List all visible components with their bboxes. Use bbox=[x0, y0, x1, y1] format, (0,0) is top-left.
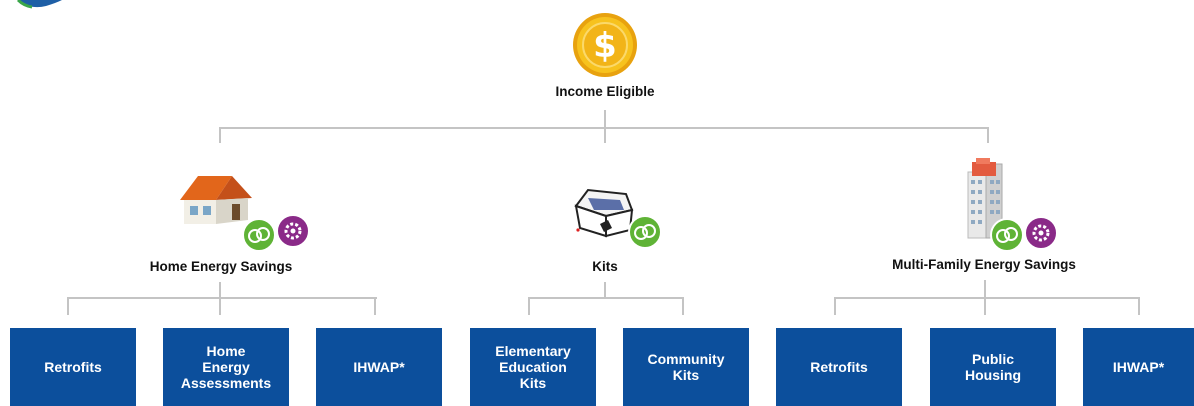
house-icon bbox=[180, 176, 252, 224]
group2-connector-horizontal bbox=[528, 297, 684, 299]
level1-connector-right bbox=[987, 127, 989, 143]
group1-connector-drop bbox=[374, 297, 376, 315]
svg-text:$: $ bbox=[593, 26, 617, 66]
root-connector-vertical bbox=[604, 110, 606, 128]
group3-connector-top bbox=[984, 280, 986, 298]
group3-connector-drop bbox=[1138, 297, 1140, 315]
dollar-coin-icon: $ bbox=[573, 13, 637, 77]
program-label-home-energy-savings: Home Energy Savings bbox=[149, 259, 293, 274]
logo-fragment bbox=[16, 0, 62, 9]
group1-connector-top bbox=[219, 282, 221, 298]
subprogram-box-ihwap: IHWAP* bbox=[1083, 328, 1194, 406]
group2-connector-drop bbox=[528, 297, 530, 315]
green-link-badge-icon bbox=[990, 218, 1024, 252]
group2-connector-drop bbox=[682, 297, 684, 315]
subprogram-box-home-energy-assessments: Home Energy Assessments bbox=[163, 328, 289, 406]
level1-connector-middle bbox=[604, 127, 606, 143]
group1-connector-drop bbox=[219, 297, 221, 315]
group1-connector-drop bbox=[67, 297, 69, 315]
level1-connector-left bbox=[219, 127, 221, 143]
group3-connector-drop bbox=[984, 297, 986, 315]
purple-gear-badge-icon bbox=[276, 214, 310, 248]
program-label-multi-family: Multi-Family Energy Savings bbox=[892, 257, 1076, 272]
open-box-icon bbox=[574, 188, 634, 238]
group1-connector-horizontal bbox=[67, 297, 377, 299]
green-link-badge-icon bbox=[628, 215, 662, 249]
group2-connector-top bbox=[604, 282, 606, 298]
group3-connector-drop bbox=[834, 297, 836, 315]
subprogram-box-retrofits: Retrofits bbox=[10, 328, 136, 406]
subprogram-box-public-housing: Public Housing bbox=[930, 328, 1056, 406]
group3-connector-horizontal bbox=[834, 297, 1140, 299]
green-link-badge-icon bbox=[242, 218, 276, 252]
subprogram-box-elementary-education-kits: Elementary Education Kits bbox=[470, 328, 596, 406]
root-label: Income Eligible bbox=[555, 84, 655, 99]
subprogram-box-ihwap: IHWAP* bbox=[316, 328, 442, 406]
subprogram-box-retrofits: Retrofits bbox=[776, 328, 902, 406]
subprogram-box-community-kits: Community Kits bbox=[623, 328, 749, 406]
apartment-building-icon bbox=[967, 158, 1003, 239]
purple-gear-badge-icon bbox=[1024, 216, 1058, 250]
program-label-kits: Kits bbox=[592, 259, 618, 274]
